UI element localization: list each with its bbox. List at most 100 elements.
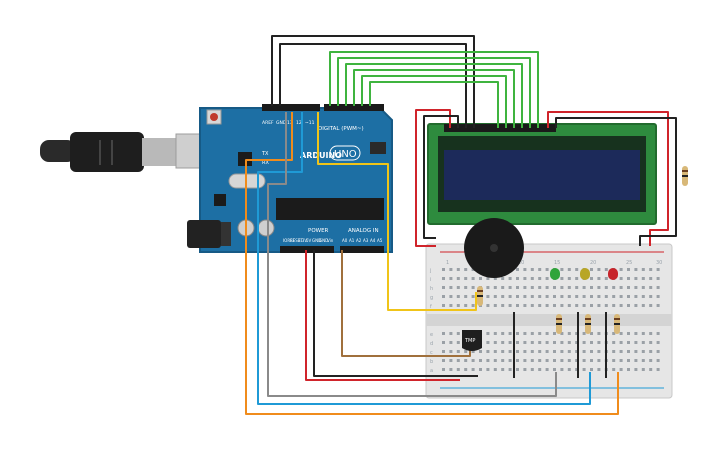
breadboard-hole — [627, 332, 630, 335]
breadboard-hole — [575, 368, 579, 371]
breadboard-hole — [619, 368, 623, 371]
breadboard-hole — [634, 368, 638, 371]
breadboard-hole — [590, 350, 593, 353]
breadboard-hole — [538, 277, 542, 280]
breadboard-hole — [516, 341, 519, 344]
row-letter: h — [430, 286, 433, 292]
breadboard-hole — [538, 368, 542, 371]
breadboard-hole — [516, 277, 519, 280]
analog-pin-label: A0 — [342, 238, 348, 243]
breadboard-hole — [575, 286, 579, 289]
breadboard-hole — [493, 277, 497, 280]
breadboard-hole — [656, 350, 660, 353]
breadboard-hole — [641, 268, 645, 271]
resistor — [556, 314, 562, 334]
col-number: 10 — [518, 260, 524, 266]
breadboard-hole — [545, 286, 549, 289]
wire-green-6 — [369, 81, 499, 128]
breadboard-hole — [516, 350, 519, 353]
arduino-logo: ARDUINO — [300, 151, 342, 160]
breadboard-hole — [508, 295, 512, 298]
breadboard-hole — [464, 304, 468, 307]
breadboard-hole — [486, 350, 490, 353]
breadboard-hole — [649, 341, 653, 344]
breadboard-hole — [604, 286, 608, 289]
breadboard-hole — [464, 277, 468, 280]
breadboard-hole — [582, 368, 586, 371]
lcd-screen — [444, 150, 640, 200]
breadboard-hole — [590, 277, 593, 280]
breadboard: j i h g f e d c b a 1 5 10 15 20 25 30 — [425, 243, 673, 399]
breadboard-hole — [575, 332, 579, 335]
breadboard-hole — [627, 341, 630, 344]
breadboard-hole — [627, 295, 630, 298]
power-pin-label: 5V — [306, 238, 312, 243]
breadboard-hole — [560, 341, 564, 344]
arduino-model: UNO — [334, 149, 357, 160]
lcd-header-pins — [444, 124, 556, 132]
breadboard-hole — [471, 368, 475, 371]
breadboard-hole — [501, 341, 505, 344]
breadboard-hole — [597, 295, 601, 298]
breadboard-hole — [597, 286, 601, 289]
wire-yellow — [317, 112, 477, 311]
breadboard-hole — [597, 341, 601, 344]
breadboard-hole — [597, 368, 601, 371]
wire-red-5v — [305, 250, 460, 381]
breadboard-hole — [449, 286, 453, 289]
breadboard-hole — [560, 350, 564, 353]
wire-red-lcd — [547, 111, 669, 246]
breadboard-hole — [560, 368, 564, 371]
breadboard-hole — [641, 286, 645, 289]
wire-black-left — [423, 115, 459, 239]
breadboard-hole — [530, 295, 534, 298]
breadboard-hole — [456, 350, 460, 353]
breadboard-hole — [493, 304, 497, 307]
breadboard-hole — [486, 332, 490, 335]
breadboard-hole — [560, 359, 564, 362]
breadboard-hole — [634, 277, 638, 280]
breadboard-hole — [597, 277, 601, 280]
breadboard-hole — [486, 341, 490, 344]
breadboard-hole — [582, 332, 586, 335]
breadboard-hole — [442, 304, 445, 307]
breadboard-hole — [464, 368, 468, 371]
breadboard-hole — [612, 304, 616, 307]
breadboard-hole — [649, 277, 653, 280]
breadboard-hole — [627, 368, 630, 371]
gnd-label: GND — [276, 120, 287, 126]
breadboard-hole — [456, 286, 460, 289]
breadboard-hole — [442, 286, 445, 289]
breadboard-hole — [649, 368, 653, 371]
breadboard-hole — [486, 359, 490, 362]
breadboard-hole — [516, 286, 519, 289]
breadboard-hole — [612, 368, 616, 371]
breadboard-hole — [456, 304, 460, 307]
breadboard-hole — [493, 341, 497, 344]
breadboard-hole — [545, 359, 549, 362]
breadboard-hole — [501, 295, 505, 298]
breadboard-hole — [538, 332, 542, 335]
breadboard-hole — [456, 341, 460, 344]
breadboard-hole — [508, 359, 512, 362]
wire-green-1 — [329, 51, 539, 128]
breadboard-hole — [501, 350, 505, 353]
breadboard-hole — [560, 295, 564, 298]
breadboard-hole — [516, 359, 519, 362]
breadboard-hole — [641, 368, 645, 371]
sensor-label: TMP — [464, 338, 475, 344]
row-letter: a — [430, 368, 433, 374]
breadboard-hole — [575, 304, 579, 307]
breadboard-hole — [464, 286, 468, 289]
breadboard-hole — [456, 332, 460, 335]
breadboard-hole — [530, 268, 534, 271]
breadboard-hole — [516, 295, 519, 298]
breadboard-hole — [523, 368, 527, 371]
breadboard-hole — [530, 350, 534, 353]
breadboard-hole — [464, 268, 468, 271]
breadboard-hole — [456, 268, 460, 271]
col-number: 30 — [656, 260, 662, 266]
power-pin-label: IOREF — [283, 238, 296, 243]
breadboard-hole — [545, 268, 549, 271]
